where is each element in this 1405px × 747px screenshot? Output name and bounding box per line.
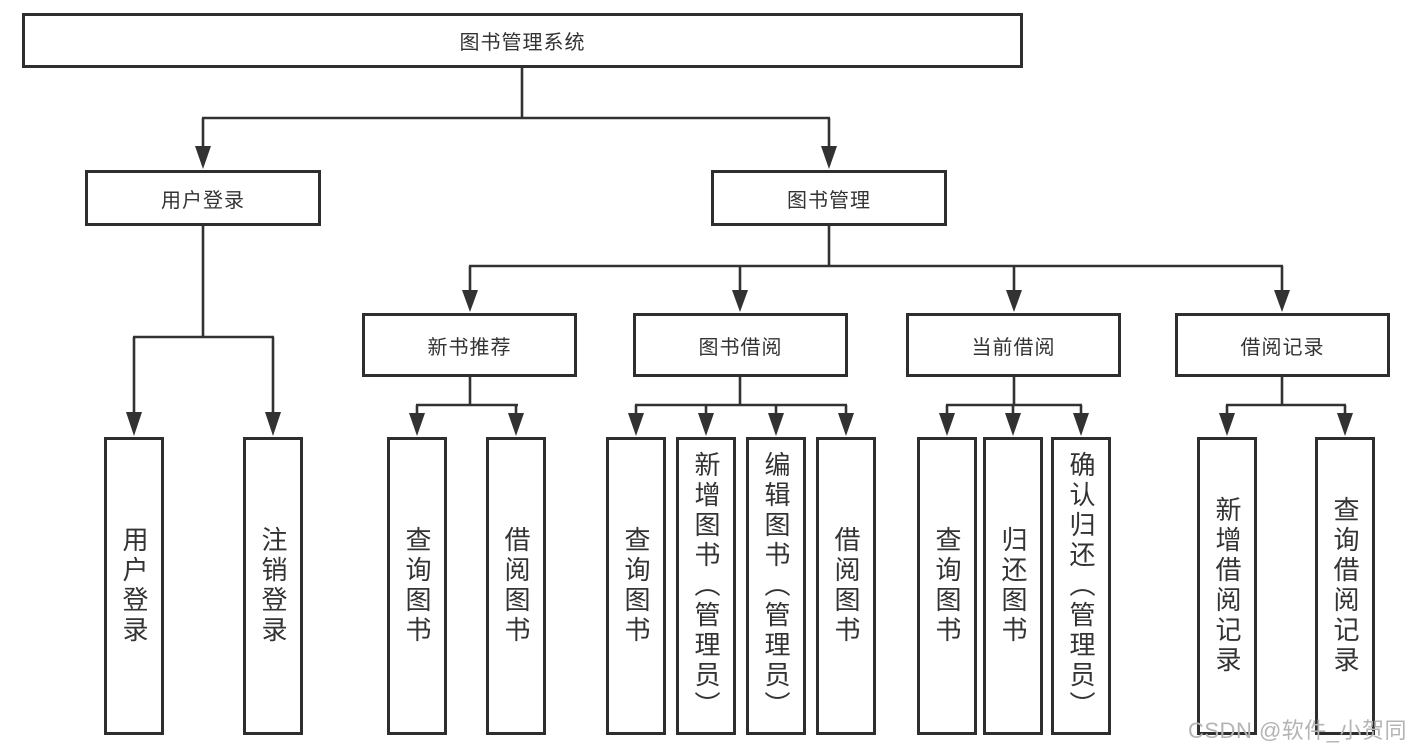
node-borrow-records: 借阅记录 — [1175, 313, 1390, 377]
leaf-return-book: 归还图书 — [983, 437, 1043, 735]
leaf-edit-book-admin: 编辑图书（管理员） — [746, 437, 806, 735]
node-borrow-records-label: 借阅记录 — [1240, 336, 1325, 359]
leaf-query-books-recommend: 查询图书 — [387, 437, 447, 735]
node-user-login: 用户登录 — [85, 170, 321, 226]
node-current-borrowing-label: 当前借阅 — [971, 336, 1056, 359]
leaf-confirm-return-admin: 确认归还（管理员） — [1051, 437, 1111, 735]
node-book-borrowing-label: 图书借阅 — [698, 336, 783, 359]
leaf-logout: 注销登录 — [243, 437, 303, 735]
leaf-borrow-books-recommend: 借阅图书 — [486, 437, 546, 735]
leaf-add-borrow-record: 新增借阅记录 — [1197, 437, 1257, 735]
leaf-borrow-books-recommend-label: 借阅图书 — [501, 526, 531, 646]
node-current-borrowing: 当前借阅 — [906, 313, 1121, 377]
node-user-login-label: 用户登录 — [161, 189, 245, 212]
leaf-query-borrow-record: 查询借阅记录 — [1315, 437, 1375, 735]
node-new-book-recommend: 新书推荐 — [362, 313, 577, 377]
leaf-query-books-current-label: 查询图书 — [932, 526, 962, 646]
node-root: 图书管理系统 — [22, 13, 1023, 68]
leaf-query-books-recommend-label: 查询图书 — [402, 526, 432, 646]
node-new-book-recommend-label: 新书推荐 — [427, 336, 512, 359]
leaf-borrow-books-borrowing: 借阅图书 — [816, 437, 876, 735]
leaf-query-books-borrowing: 查询图书 — [606, 437, 666, 735]
leaf-add-borrow-record-label: 新增借阅记录 — [1212, 496, 1242, 676]
leaf-query-books-borrowing-label: 查询图书 — [621, 526, 651, 646]
node-book-management-label: 图书管理 — [787, 189, 871, 212]
node-book-management: 图书管理 — [711, 170, 947, 226]
leaf-return-book-label: 归还图书 — [998, 526, 1028, 646]
leaf-borrow-books-borrowing-label: 借阅图书 — [831, 526, 861, 646]
leaf-logout-label: 注销登录 — [258, 526, 288, 646]
leaf-user-login-label: 用户登录 — [119, 526, 149, 646]
leaf-add-book-admin-label: 新增图书（管理员） — [691, 451, 721, 721]
node-root-label: 图书管理系统 — [459, 32, 586, 54]
leaf-confirm-return-admin-label: 确认归还（管理员） — [1066, 451, 1096, 721]
leaf-query-books-current: 查询图书 — [917, 437, 977, 735]
leaf-add-book-admin: 新增图书（管理员） — [676, 437, 736, 735]
csdn-watermark: CSDN @软件_小贺同学 — [1188, 718, 1405, 743]
leaf-edit-book-admin-label: 编辑图书（管理员） — [761, 451, 791, 721]
leaf-user-login: 用户登录 — [104, 437, 164, 735]
leaf-query-borrow-record-label: 查询借阅记录 — [1330, 496, 1360, 676]
node-book-borrowing: 图书借阅 — [633, 313, 848, 377]
